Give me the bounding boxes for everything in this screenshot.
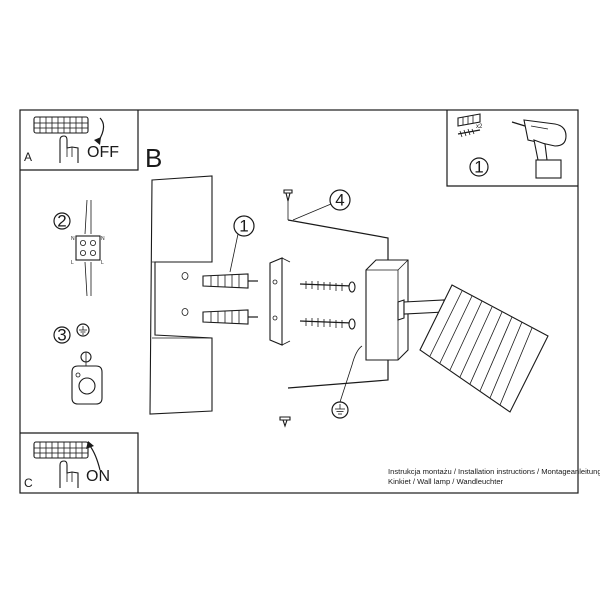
svg-text:N: N [101,236,105,242]
curved-arrow-icon [94,117,105,145]
svg-text:N: N [71,236,75,242]
panel-a: A OFF [20,110,139,171]
wall-plugs: 1 [202,215,258,325]
wall-plug-bottom [202,309,258,325]
breaker-panel-icon [33,116,89,134]
screw-icon [279,416,291,428]
wall-section [149,175,213,415]
tools-panel: x2 1 [446,110,578,187]
panel-c: C ON [20,432,139,493]
outer-frame [19,109,579,494]
screw-icon [283,189,293,202]
breaker-panel-icon [33,441,89,459]
panel-c-letter: C [24,476,33,490]
panel-a-state: OFF [87,144,119,161]
footer-line-2: Kinkiet / Wall lamp / Wandleuchter [388,477,504,486]
step-tools-number: 1 [474,158,483,177]
mounting-screw-top [299,281,356,293]
svg-text:L: L [101,260,104,266]
step-dowels-number: 1 [239,217,248,236]
step-terminal: 2 N N L L [53,199,105,297]
drill-icon [511,119,567,179]
step-lamp-number: 4 [335,191,344,210]
curved-arrow-icon [86,441,101,471]
step-ground-number: 3 [57,326,66,345]
step-terminal-number: 2 [57,212,66,231]
ground-terminal-icon [71,351,103,405]
bracket-screws [279,189,293,428]
hand-icon [59,460,79,488]
screw-dowel-icon: x2 [457,113,483,138]
terminal-block-icon: N N L L [71,199,105,297]
lamp-shade [419,284,549,413]
panel-b-letter: B [145,143,162,173]
step-ground: 3 [53,323,103,405]
ground-icon [331,345,363,419]
lamp-body: 4 [287,189,549,419]
mounting-screw-bottom [299,318,356,330]
svg-text:L: L [71,260,74,266]
tools-quantity: x2 [476,124,483,130]
footer-line-1: Instrukcja montażu / Installation instru… [388,467,600,476]
lamp-arm [397,299,445,321]
mounting-bracket [269,257,291,346]
wall-plug-top [202,273,258,289]
panel-c-state: ON [86,468,110,485]
panel-a-letter: A [24,150,32,164]
ground-icon [76,323,90,337]
hand-icon [59,135,79,163]
